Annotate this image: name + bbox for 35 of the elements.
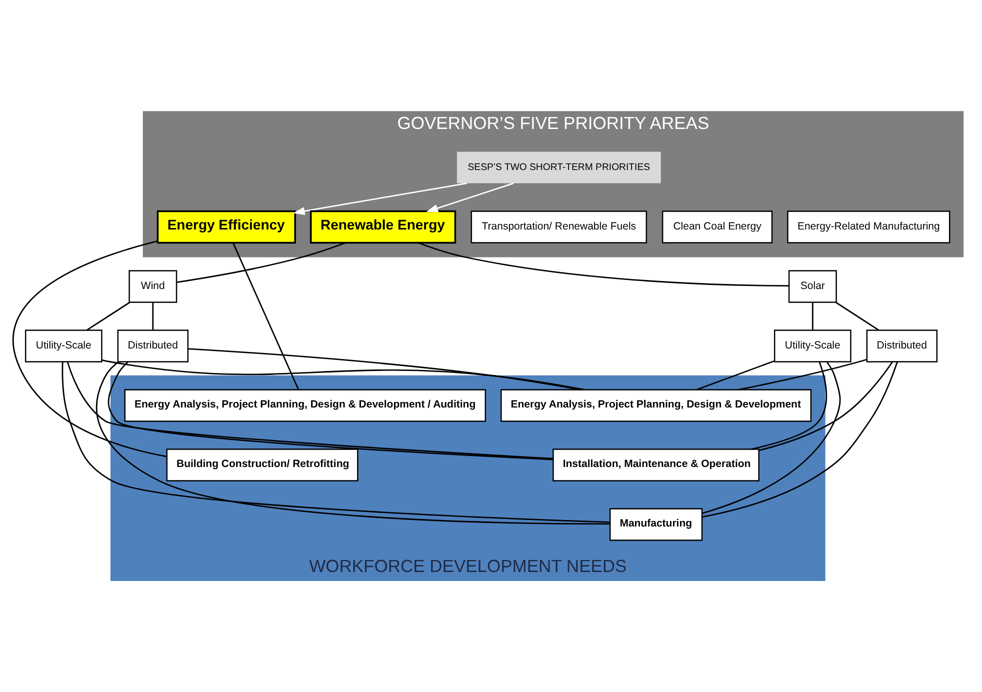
connector xyxy=(835,302,879,331)
connector xyxy=(701,362,840,514)
node-box: Wind xyxy=(128,270,177,303)
connector xyxy=(86,302,130,331)
connector xyxy=(176,242,346,283)
arrow xyxy=(292,182,466,216)
node-box: Distributed xyxy=(866,330,938,362)
connector xyxy=(702,362,898,518)
connector xyxy=(750,362,827,450)
node-box: Solar xyxy=(788,270,836,303)
node-box: SESP’S TWO SHORT-TERM PRIORITIES xyxy=(456,152,660,184)
node-box: Utility-Scale xyxy=(24,330,102,362)
connector xyxy=(737,358,866,390)
node-box: Manufacturing xyxy=(608,508,702,541)
connector xyxy=(101,359,584,390)
node-box: Clean Coal Energy xyxy=(661,210,772,244)
connector xyxy=(696,360,774,390)
connector xyxy=(152,302,154,330)
node-box: Energy Efficiency xyxy=(156,210,296,244)
connector xyxy=(758,362,892,452)
node-box: Utility-Scale xyxy=(773,330,851,362)
connector xyxy=(232,242,299,390)
node-box: Installation, Maintenance & Operation xyxy=(552,448,759,482)
node-box: Renewable Energy xyxy=(309,210,456,244)
node-box: Energy Analysis, Project Planning, Design & Development / Auditing xyxy=(124,389,486,422)
node-box: Energy Analysis, Project Planning, Design & Development xyxy=(500,389,812,422)
node-box: Transportation/ Renewable Fuels xyxy=(470,210,647,244)
connector xyxy=(188,348,580,390)
node-box: Energy-Related Manufacturing xyxy=(786,210,950,244)
connector xyxy=(811,302,813,330)
connector xyxy=(12,240,166,458)
node-box: Distributed xyxy=(116,330,188,362)
connector xyxy=(418,242,788,286)
node-box: Building Construction/ Retrofitting xyxy=(166,448,358,482)
arrow xyxy=(426,182,514,212)
